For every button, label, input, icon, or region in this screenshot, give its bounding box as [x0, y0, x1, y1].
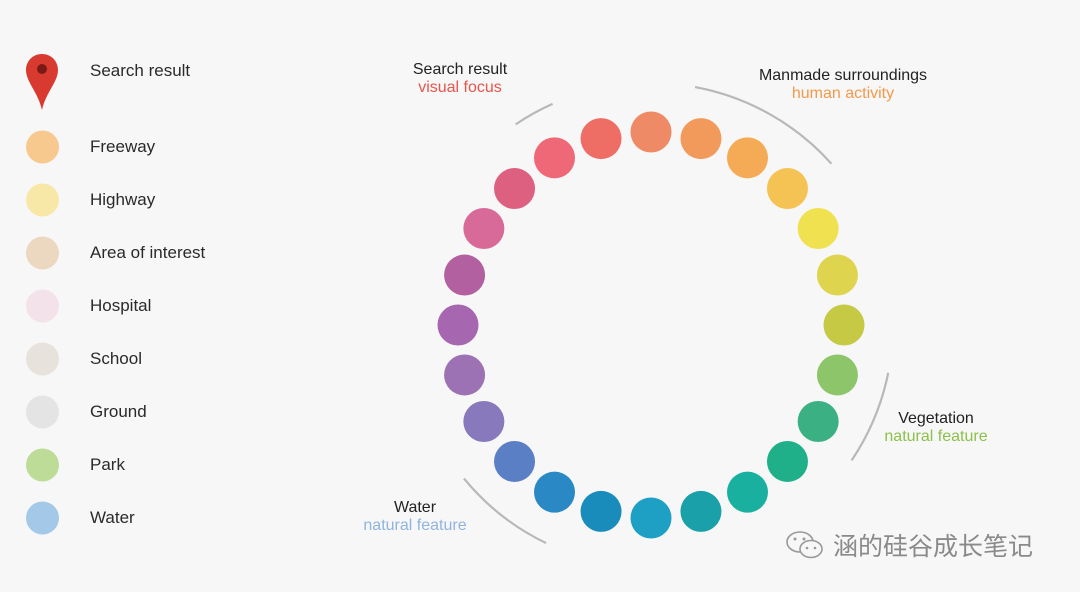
- arc-water: [463, 477, 547, 545]
- watermark-text: 涵的硅谷成长笔记: [833, 533, 1034, 561]
- wheel-dot: [727, 137, 768, 179]
- legend-swatch: [26, 289, 59, 323]
- legend-label: Hospital: [90, 296, 152, 315]
- legend-label: Freeway: [90, 137, 156, 156]
- wheel-dot: [463, 208, 505, 249]
- wechat-icon: [786, 531, 823, 559]
- wheel-dot: [534, 137, 575, 179]
- legend-swatch: [26, 342, 59, 376]
- wheel-dot: [816, 254, 858, 296]
- legend-label: Highway: [90, 190, 156, 209]
- legend-label: Area of interest: [90, 243, 206, 262]
- group-label-search-result: Search result visual focus: [413, 61, 507, 97]
- group-subtitle: natural feature: [363, 517, 467, 534]
- wheel-dot: [630, 497, 672, 539]
- wheel-dot: [680, 118, 722, 160]
- wheel-dot: [444, 254, 486, 296]
- legend-swatch: [26, 183, 59, 217]
- wheel-dot: [534, 471, 575, 513]
- wheel-dot: [816, 354, 858, 396]
- group-title: Water: [393, 499, 437, 516]
- wheel-dot: [797, 401, 839, 442]
- legend-label: School: [90, 349, 142, 368]
- wheel-dot: [680, 490, 722, 532]
- wheel-dot: [630, 111, 672, 153]
- wheel-dot: [727, 471, 768, 513]
- arc-search-result: [515, 102, 554, 126]
- legend-swatch: [26, 448, 59, 482]
- wheel-dot: [580, 490, 622, 532]
- wheel-dot: [823, 304, 865, 346]
- group-title: Search result: [412, 61, 508, 78]
- group-subtitle: human activity: [791, 85, 895, 102]
- legend-label: Ground: [90, 402, 147, 421]
- wheel-dot: [580, 118, 622, 160]
- map-pin-icon: [26, 54, 58, 110]
- group-subtitle: natural feature: [884, 428, 988, 445]
- wheel-dot: [766, 440, 808, 482]
- group-label-manmade: Manmade surroundings human activity: [759, 67, 927, 103]
- watermark: 涵的硅谷成长笔记: [785, 527, 1033, 563]
- legend-swatch: [26, 501, 59, 535]
- group-title: Manmade surroundings: [758, 67, 928, 84]
- wheel-dot: [797, 208, 839, 249]
- wheel-dot: [437, 304, 479, 346]
- legend-swatch: [26, 236, 59, 270]
- wheel-dot: [463, 401, 505, 442]
- group-subtitle: visual focus: [418, 79, 502, 96]
- legend-label: Park: [90, 455, 125, 474]
- legend-swatch: [26, 130, 59, 164]
- legend-label-search-result: Search result: [90, 61, 191, 80]
- wheel-dot: [494, 440, 536, 482]
- wheel-dot: [766, 168, 808, 210]
- wheel-dot: [494, 168, 536, 210]
- group-label-vegetation: Vegetation natural feature: [884, 410, 987, 446]
- legend-swatch: [26, 395, 59, 429]
- wheel-dot: [444, 354, 486, 396]
- legend-label: Water: [90, 508, 135, 527]
- arc-manmade: [694, 85, 833, 165]
- group-label-water: Water natural feature: [363, 499, 466, 535]
- arc-vegetation: [850, 372, 890, 461]
- group-title: Vegetation: [898, 410, 974, 427]
